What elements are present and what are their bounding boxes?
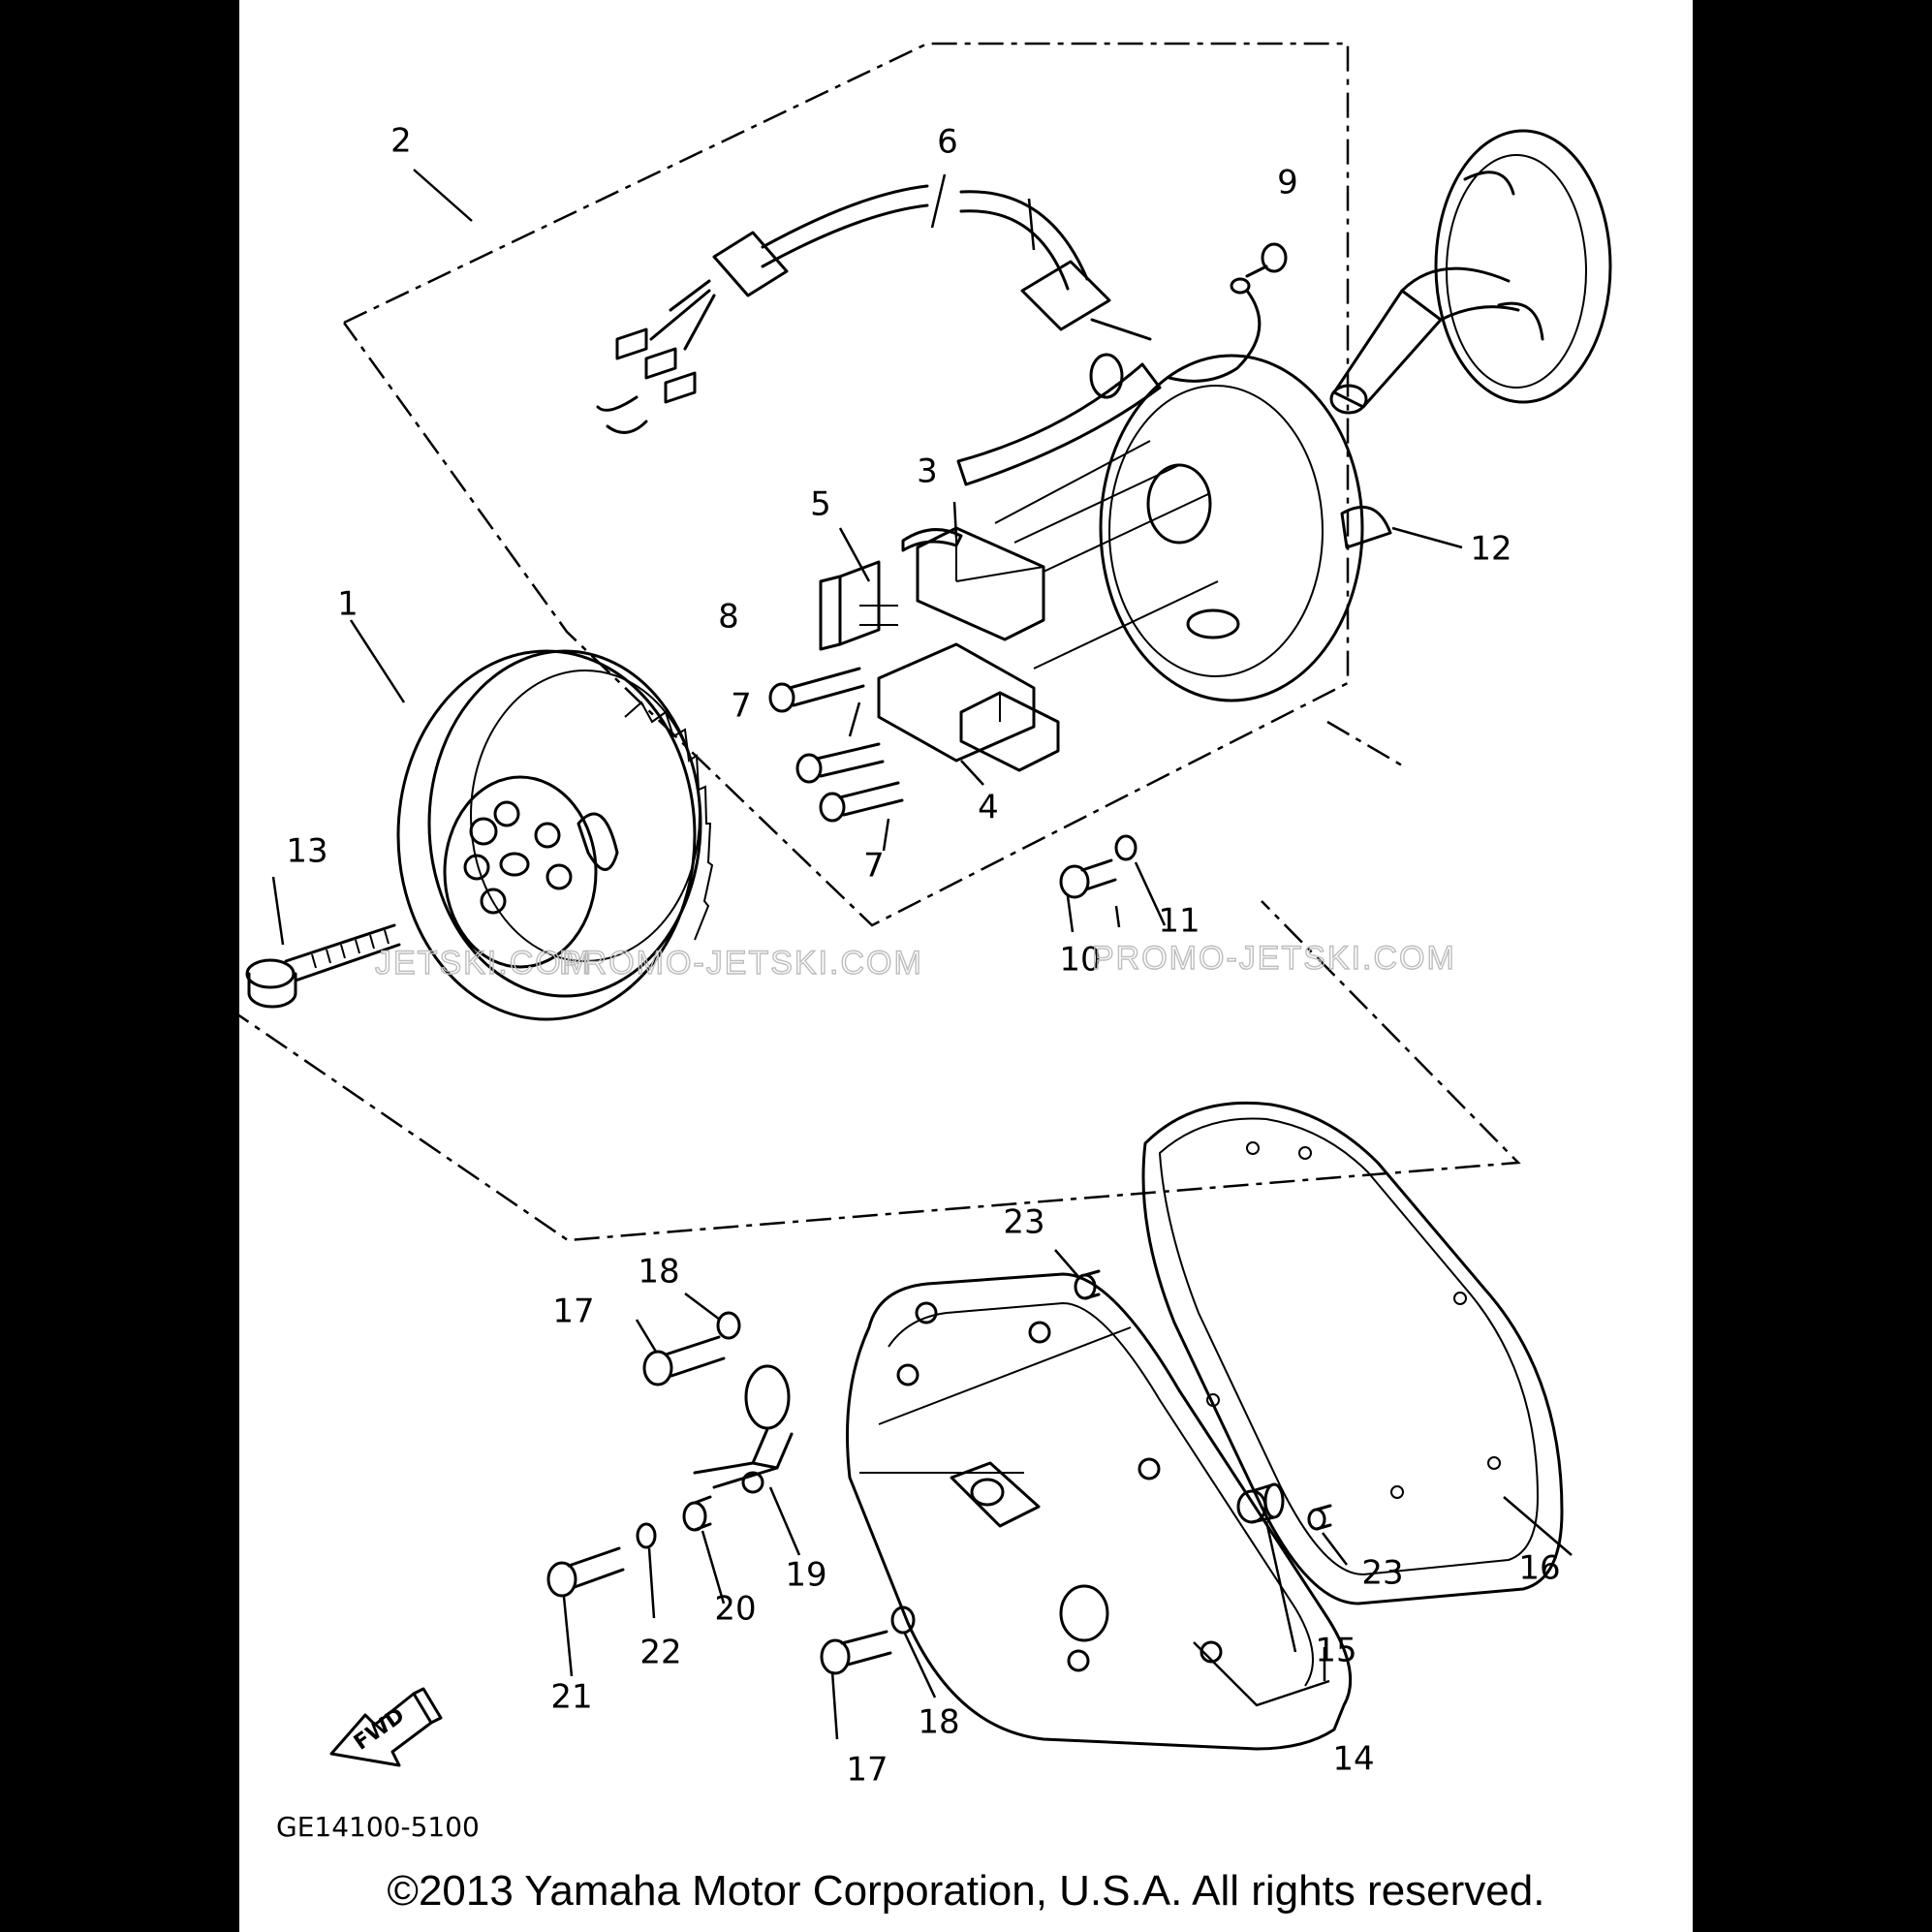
- diagram-sheet: 1 2 3 4 5 6 7 7 8 9 10 11 12 13 14 15 16…: [239, 0, 1693, 1932]
- callout-1: 1: [337, 585, 358, 624]
- callout-15: 15: [1315, 1632, 1356, 1670]
- copyright-notice: ©2013 Yamaha Motor Corporation, U.S.A. A…: [387, 1867, 1545, 1915]
- washer-22: [636, 1522, 657, 1549]
- callout-labels: 1 2 3 4 5 6 7 7 8 9 10 11 12 13 14 15 16…: [286, 122, 1560, 1790]
- flywheel-bolt: [245, 923, 401, 1009]
- stator-assembly-boundary: [342, 42, 1350, 927]
- callout-3: 3: [917, 452, 938, 491]
- callout-7a: 7: [731, 687, 752, 726]
- callout-21: 21: [550, 1678, 592, 1717]
- callout-6: 6: [937, 123, 958, 162]
- watermark-fragment-text: JETSKI.COM: [375, 945, 592, 982]
- leader-lines: [271, 169, 1573, 1740]
- callout-22: 22: [639, 1634, 681, 1672]
- charge-coil: [901, 526, 1045, 641]
- callout-14: 14: [1332, 1740, 1374, 1779]
- callout-17a: 17: [552, 1293, 594, 1331]
- callout-19: 19: [785, 1556, 826, 1595]
- flywheel: [396, 649, 714, 1021]
- washer-18-upper: [716, 1311, 741, 1340]
- callout-23b: 23: [1361, 1554, 1403, 1593]
- screw-7-lower: [819, 781, 904, 823]
- gasket: [1141, 1101, 1564, 1605]
- bolt-17-upper: [642, 1335, 726, 1387]
- wire-harness: [596, 184, 1152, 434]
- callout-13: 13: [286, 832, 327, 871]
- callout-18b: 18: [918, 1703, 959, 1742]
- callout-2: 2: [390, 122, 412, 161]
- woodruff-key: [1340, 505, 1392, 549]
- washer-11: [1114, 834, 1137, 861]
- upper-group-boundary: [239, 720, 1521, 1242]
- forward-arrow-icon: FWD: [329, 1687, 443, 1767]
- callout-16: 16: [1518, 1549, 1560, 1588]
- callout-8: 8: [718, 598, 739, 637]
- screw-7-upper: [795, 742, 885, 784]
- callout-17b: 17: [846, 1751, 888, 1790]
- exploded-parts-diagram: 1 2 3 4 5 6 7 7 8 9 10 11 12 13 14 15 16…: [239, 42, 1612, 1843]
- bolt-21: [546, 1546, 625, 1598]
- watermark-text-2: PROMO-JETSKI.COM: [1092, 940, 1456, 977]
- pulser-coil: [877, 642, 1060, 772]
- callout-9: 9: [1277, 164, 1298, 203]
- bolt-17-lower: [820, 1630, 892, 1675]
- callout-10: 10: [1059, 941, 1101, 980]
- callout-20: 20: [714, 1590, 756, 1629]
- watermark-text-1: PROMO-JETSKI.COM: [559, 945, 923, 982]
- crankshaft-hub: [1329, 129, 1612, 415]
- callout-18a: 18: [638, 1253, 679, 1292]
- callout-4: 4: [978, 789, 999, 827]
- ground-screw: [1168, 242, 1288, 383]
- callout-11: 11: [1158, 902, 1200, 941]
- stator-base-plate: [956, 353, 1364, 702]
- screw-10: [1059, 858, 1117, 899]
- callout-5: 5: [810, 485, 831, 524]
- dowel-pin-upper: [1074, 1269, 1101, 1300]
- bushing-15: [1236, 1482, 1285, 1524]
- callout-7b: 7: [863, 847, 885, 886]
- callout-12: 12: [1470, 530, 1511, 569]
- dowel-pin-lower: [1307, 1504, 1332, 1531]
- callout-23a: 23: [1003, 1203, 1044, 1242]
- watermark: JETSKI.COM PROMO-JETSKI.COM PROMO-JETSKI…: [374, 939, 1456, 982]
- generator-cover: [846, 1272, 1353, 1751]
- drawing-code: GE14100-5100: [276, 1811, 480, 1843]
- collar-20: [682, 1495, 712, 1532]
- screw-8: [768, 667, 865, 713]
- wire-clamp: [693, 1364, 794, 1494]
- lighting-coil: [819, 560, 898, 651]
- washer-18-lower: [890, 1605, 916, 1635]
